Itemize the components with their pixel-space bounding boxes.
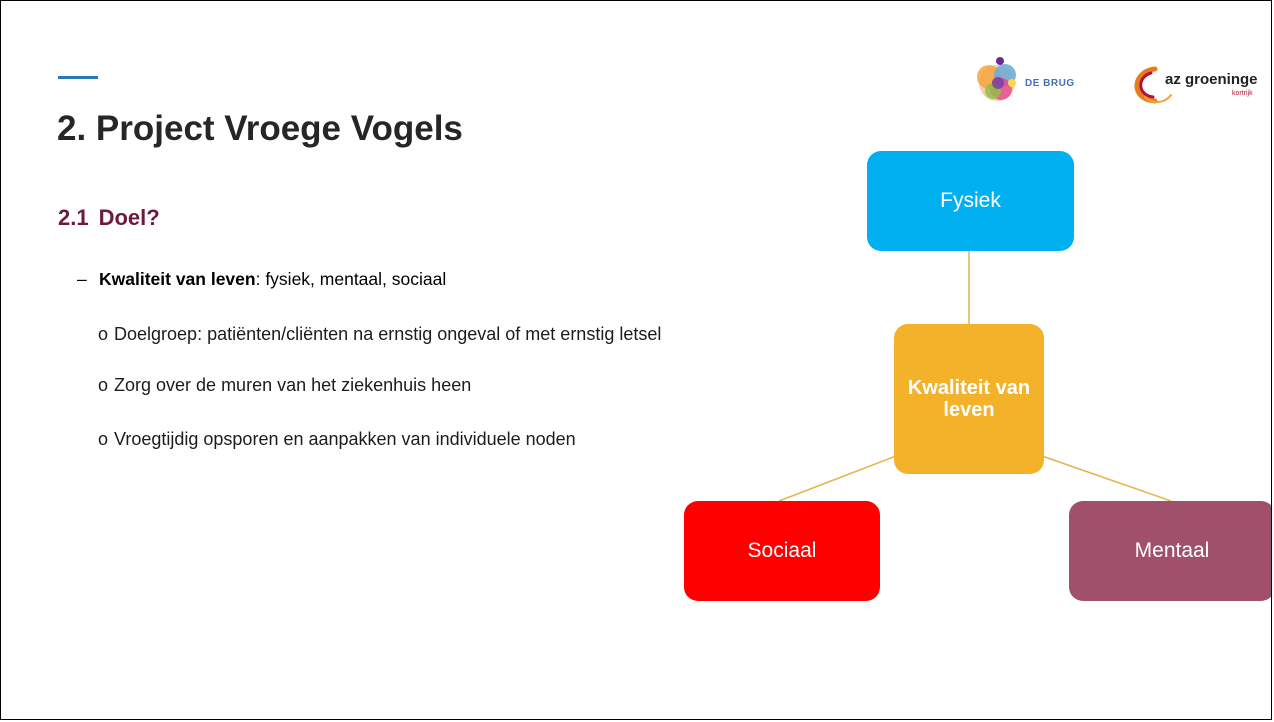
node-mentaal: Mentaal: [1069, 501, 1271, 601]
node-sociaal: Sociaal: [684, 501, 880, 601]
node-center: Kwaliteit van leven: [894, 324, 1044, 474]
circle-bullet-icon: o: [98, 429, 109, 449]
circle-bullet-icon: o: [98, 375, 109, 395]
sub-bullet-text: Zorg over de muren van het ziekenhuis he…: [114, 375, 472, 395]
page-title: 2. Project Vroege Vogels: [57, 109, 463, 148]
node-fysiek: Fysiek: [867, 151, 1074, 251]
section-heading: 2.1 Doel?: [58, 205, 160, 231]
az-groeninge-logo-subtext: kortrijk: [1232, 90, 1253, 97]
circle-bullet-icon: o: [98, 324, 109, 344]
az-groeninge-logo-text: az groeninge: [1165, 71, 1258, 88]
section-title: Doel?: [98, 205, 160, 230]
az-groeninge-logo: [1134, 66, 1172, 104]
connector-left: [778, 455, 897, 502]
accent-line: [58, 76, 98, 79]
sub-bullet-text: Vroegtijdig opsporen en aanpakken van in…: [114, 429, 576, 449]
de-brug-logo-text: DE BRUG: [1025, 78, 1075, 89]
bullet-item: –Kwaliteit van leven: fysiek, mentaal, s…: [77, 269, 446, 290]
sub-bullet-text: Doelgroep: patiënten/cliënten na ernstig…: [114, 324, 662, 344]
bullet-dash: –: [77, 269, 87, 289]
bullet-bold-text: Kwaliteit van leven: [99, 269, 256, 289]
section-number: 2.1: [58, 205, 89, 230]
de-brug-logo: [977, 57, 1016, 101]
bullet-text: : fysiek, mentaal, sociaal: [255, 269, 447, 289]
connector-right: [1041, 455, 1172, 502]
